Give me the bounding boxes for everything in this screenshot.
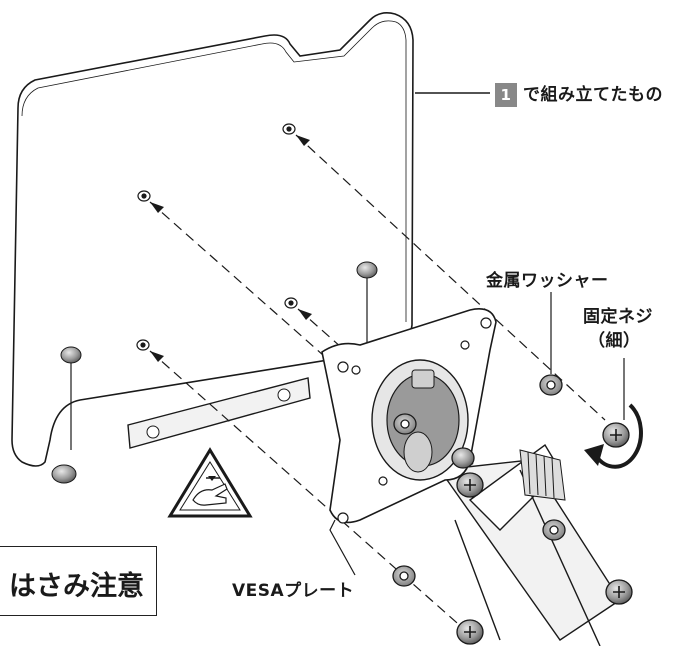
fixing-screw-label: 固定ネジ bbox=[583, 307, 653, 327]
monitor-arm bbox=[438, 443, 621, 646]
assembled-text: で組み立てたもの bbox=[523, 85, 663, 105]
fixing-screw-sub-label: （細） bbox=[588, 331, 641, 351]
monitor-back-panel bbox=[11, 12, 414, 484]
standoff-screw bbox=[51, 261, 378, 484]
assembled-label: 1 で組み立てたもの bbox=[495, 80, 663, 107]
caution-text: はさみ注意 bbox=[9, 571, 144, 602]
panel-holes bbox=[136, 123, 298, 351]
metal-washer-label: 金属ワッシャー bbox=[486, 271, 609, 291]
label-leaders bbox=[329, 292, 625, 576]
guide-arrowheads bbox=[150, 135, 312, 362]
step-number-badge: 1 bbox=[495, 83, 517, 107]
pinch-hazard-icon bbox=[167, 447, 253, 518]
caution-box: はさみ注意 bbox=[0, 546, 157, 616]
metal-washer bbox=[392, 374, 566, 587]
rotate-arrow-icon bbox=[584, 403, 643, 469]
vesa-plate-label: VESAプレート bbox=[232, 581, 355, 601]
fixing-screw bbox=[451, 422, 633, 645]
